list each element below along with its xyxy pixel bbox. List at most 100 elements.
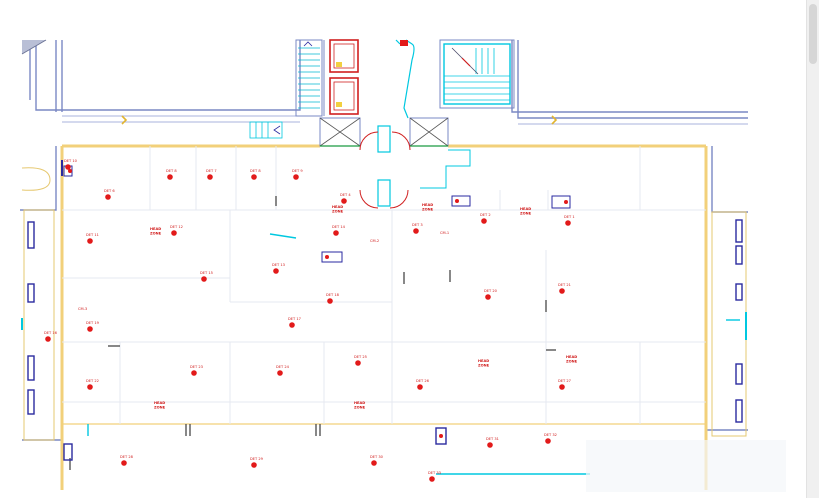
smoke-detector-icon (429, 476, 435, 482)
smoke-detector-icon (167, 174, 173, 180)
smoke-detector: DET 32 (544, 433, 557, 444)
corridor-bands (60, 144, 708, 490)
smoke-detector-icon (485, 294, 491, 300)
corridor-band-thin (62, 115, 748, 125)
blue-accent-lines (87, 233, 590, 475)
detector-label: DET 11 (86, 233, 99, 237)
detector-label: DET 33 (428, 471, 441, 475)
right-wall-devices (711, 211, 747, 437)
smoke-detector-icon (207, 174, 213, 180)
smoke-detector: DET 2 (480, 213, 491, 224)
detector-label: DET 32 (544, 433, 557, 437)
detector-label: DET 19 (86, 321, 100, 325)
detector-label: DET 28 (120, 455, 134, 459)
detector-label: DET 1 (564, 215, 575, 219)
smoke-detector-icon (171, 230, 177, 236)
smoke-detector: DET 20 (484, 289, 498, 300)
smoke-detector-icon (87, 238, 93, 244)
smoke-detector: DET 14 (332, 225, 346, 236)
smoke-detector-icon (277, 370, 283, 376)
detector-label: DET 7 (206, 169, 217, 173)
smoke-detector-icon (251, 174, 257, 180)
pull-stations (63, 40, 571, 461)
detector-label: DET 12 (170, 225, 183, 229)
smoke-detector-icon (481, 218, 487, 224)
smoke-detector-icon (413, 228, 419, 234)
smoke-detector: DET 21 (558, 283, 571, 294)
smoke-detector-icon (45, 336, 51, 342)
detector-label: DET 25 (354, 355, 367, 359)
smoke-detector-icon (191, 370, 197, 376)
smoke-detector: DET 29 (250, 457, 264, 468)
detector-label: DET 4 (340, 193, 351, 197)
door-marks (69, 196, 556, 470)
vertical-scrollbar[interactable] (806, 0, 819, 498)
stair-core-right (439, 39, 515, 109)
smoke-detector: DET 1 (564, 215, 575, 226)
smoke-detector-icon (487, 442, 493, 448)
detector-label: DET 22 (86, 379, 99, 383)
vestibule (319, 117, 471, 209)
smoke-detector: DET 13 (272, 263, 285, 274)
detector-label: DET 13 (272, 263, 285, 267)
smoke-detector: DET 6 (104, 189, 115, 200)
smoke-detector: DET 7 (206, 169, 217, 180)
smoke-detector: DET 24 (276, 365, 290, 376)
smoke-detector-icon (201, 276, 207, 282)
smoke-detector: DET 8 (166, 169, 177, 180)
scrollbar-thumb[interactable] (809, 4, 817, 64)
smoke-detector: DET 11 (86, 233, 99, 244)
smoke-detector-icon (565, 220, 571, 226)
smoke-detector-icon (417, 384, 423, 390)
detector-label: DET 3 (412, 223, 423, 227)
smoke-detector: DET 15 (200, 271, 213, 282)
elevators (323, 39, 359, 116)
detector-label: DET 23 (190, 365, 203, 369)
smoke-detector: DET 8 (250, 169, 261, 180)
smoke-detector: DET 9 (292, 169, 303, 180)
smoke-detector-icon (559, 384, 565, 390)
stair-landing (249, 121, 283, 139)
smoke-detector-icon (289, 322, 295, 328)
detector-label: DET 2 (480, 213, 491, 217)
detector-label: DET 20 (484, 289, 498, 293)
smoke-detector: DET 25 (354, 355, 367, 366)
detector-label: DET 8 (166, 169, 177, 173)
interior-partitions (62, 146, 706, 424)
smoke-detector: DET 18 (326, 293, 340, 304)
detector-label: DET 24 (276, 365, 290, 369)
smoke-detector-icon (65, 164, 71, 170)
smoke-detector-icon (121, 460, 127, 466)
overlay-panel (586, 440, 786, 492)
column-wedge (21, 39, 47, 55)
smoke-detector: DET 4 (340, 193, 351, 204)
smoke-detector: DET 12 (170, 225, 183, 236)
smoke-detector-icon (327, 298, 333, 304)
detector-label: DET 21 (558, 283, 571, 287)
detector-label: DET 15 (200, 271, 213, 275)
detector-label: DET 30 (370, 455, 384, 459)
smoke-detector-icon (371, 460, 377, 466)
corridor-line-vertical (395, 39, 415, 119)
smoke-detector-icon (251, 462, 257, 468)
smoke-detector-icon (341, 198, 347, 204)
callout-label: CM-2 (370, 239, 379, 243)
callout-label: CM-1 (440, 231, 449, 235)
detector-label: DET 29 (250, 457, 264, 461)
smoke-detector-icon (87, 326, 93, 332)
detector-label: DET 9 (292, 169, 303, 173)
smoke-detector-icon (87, 384, 93, 390)
callout-layer: CM-2CM-1CM-3 (78, 231, 449, 311)
smoke-detector: DET 27 (558, 379, 571, 390)
